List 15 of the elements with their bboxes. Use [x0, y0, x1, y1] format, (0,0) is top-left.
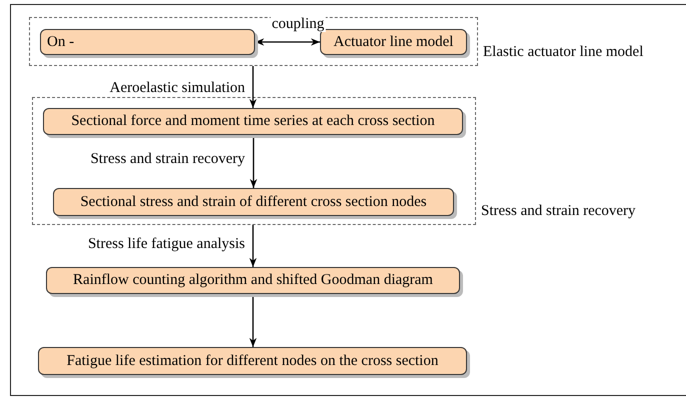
arrow: [249, 294, 257, 347]
arrow: [255, 38, 320, 46]
group-title: Elastic actuator line model: [483, 44, 644, 61]
process-box: Sectional stress and strain of different cross section nodes: [53, 188, 454, 216]
process-box: Rainflow counting algorithm and shifted Goodman diagram: [46, 267, 460, 294]
arrow: [249, 225, 257, 267]
process-box: Fatigue life estimation for different nodes on the cross section: [38, 347, 467, 375]
edge-label: coupling: [270, 16, 326, 32]
process-box: On -: [40, 29, 255, 55]
arrow: [250, 135, 258, 188]
edge-label: Stress and strain recovery: [89, 151, 246, 167]
group-title: Stress and strain recovery: [481, 203, 636, 220]
arrow: [249, 66, 257, 108]
edge-label: Stress life fatigue analysis: [86, 236, 246, 252]
process-box: Sectional force and moment time series at each cross section: [43, 108, 463, 135]
